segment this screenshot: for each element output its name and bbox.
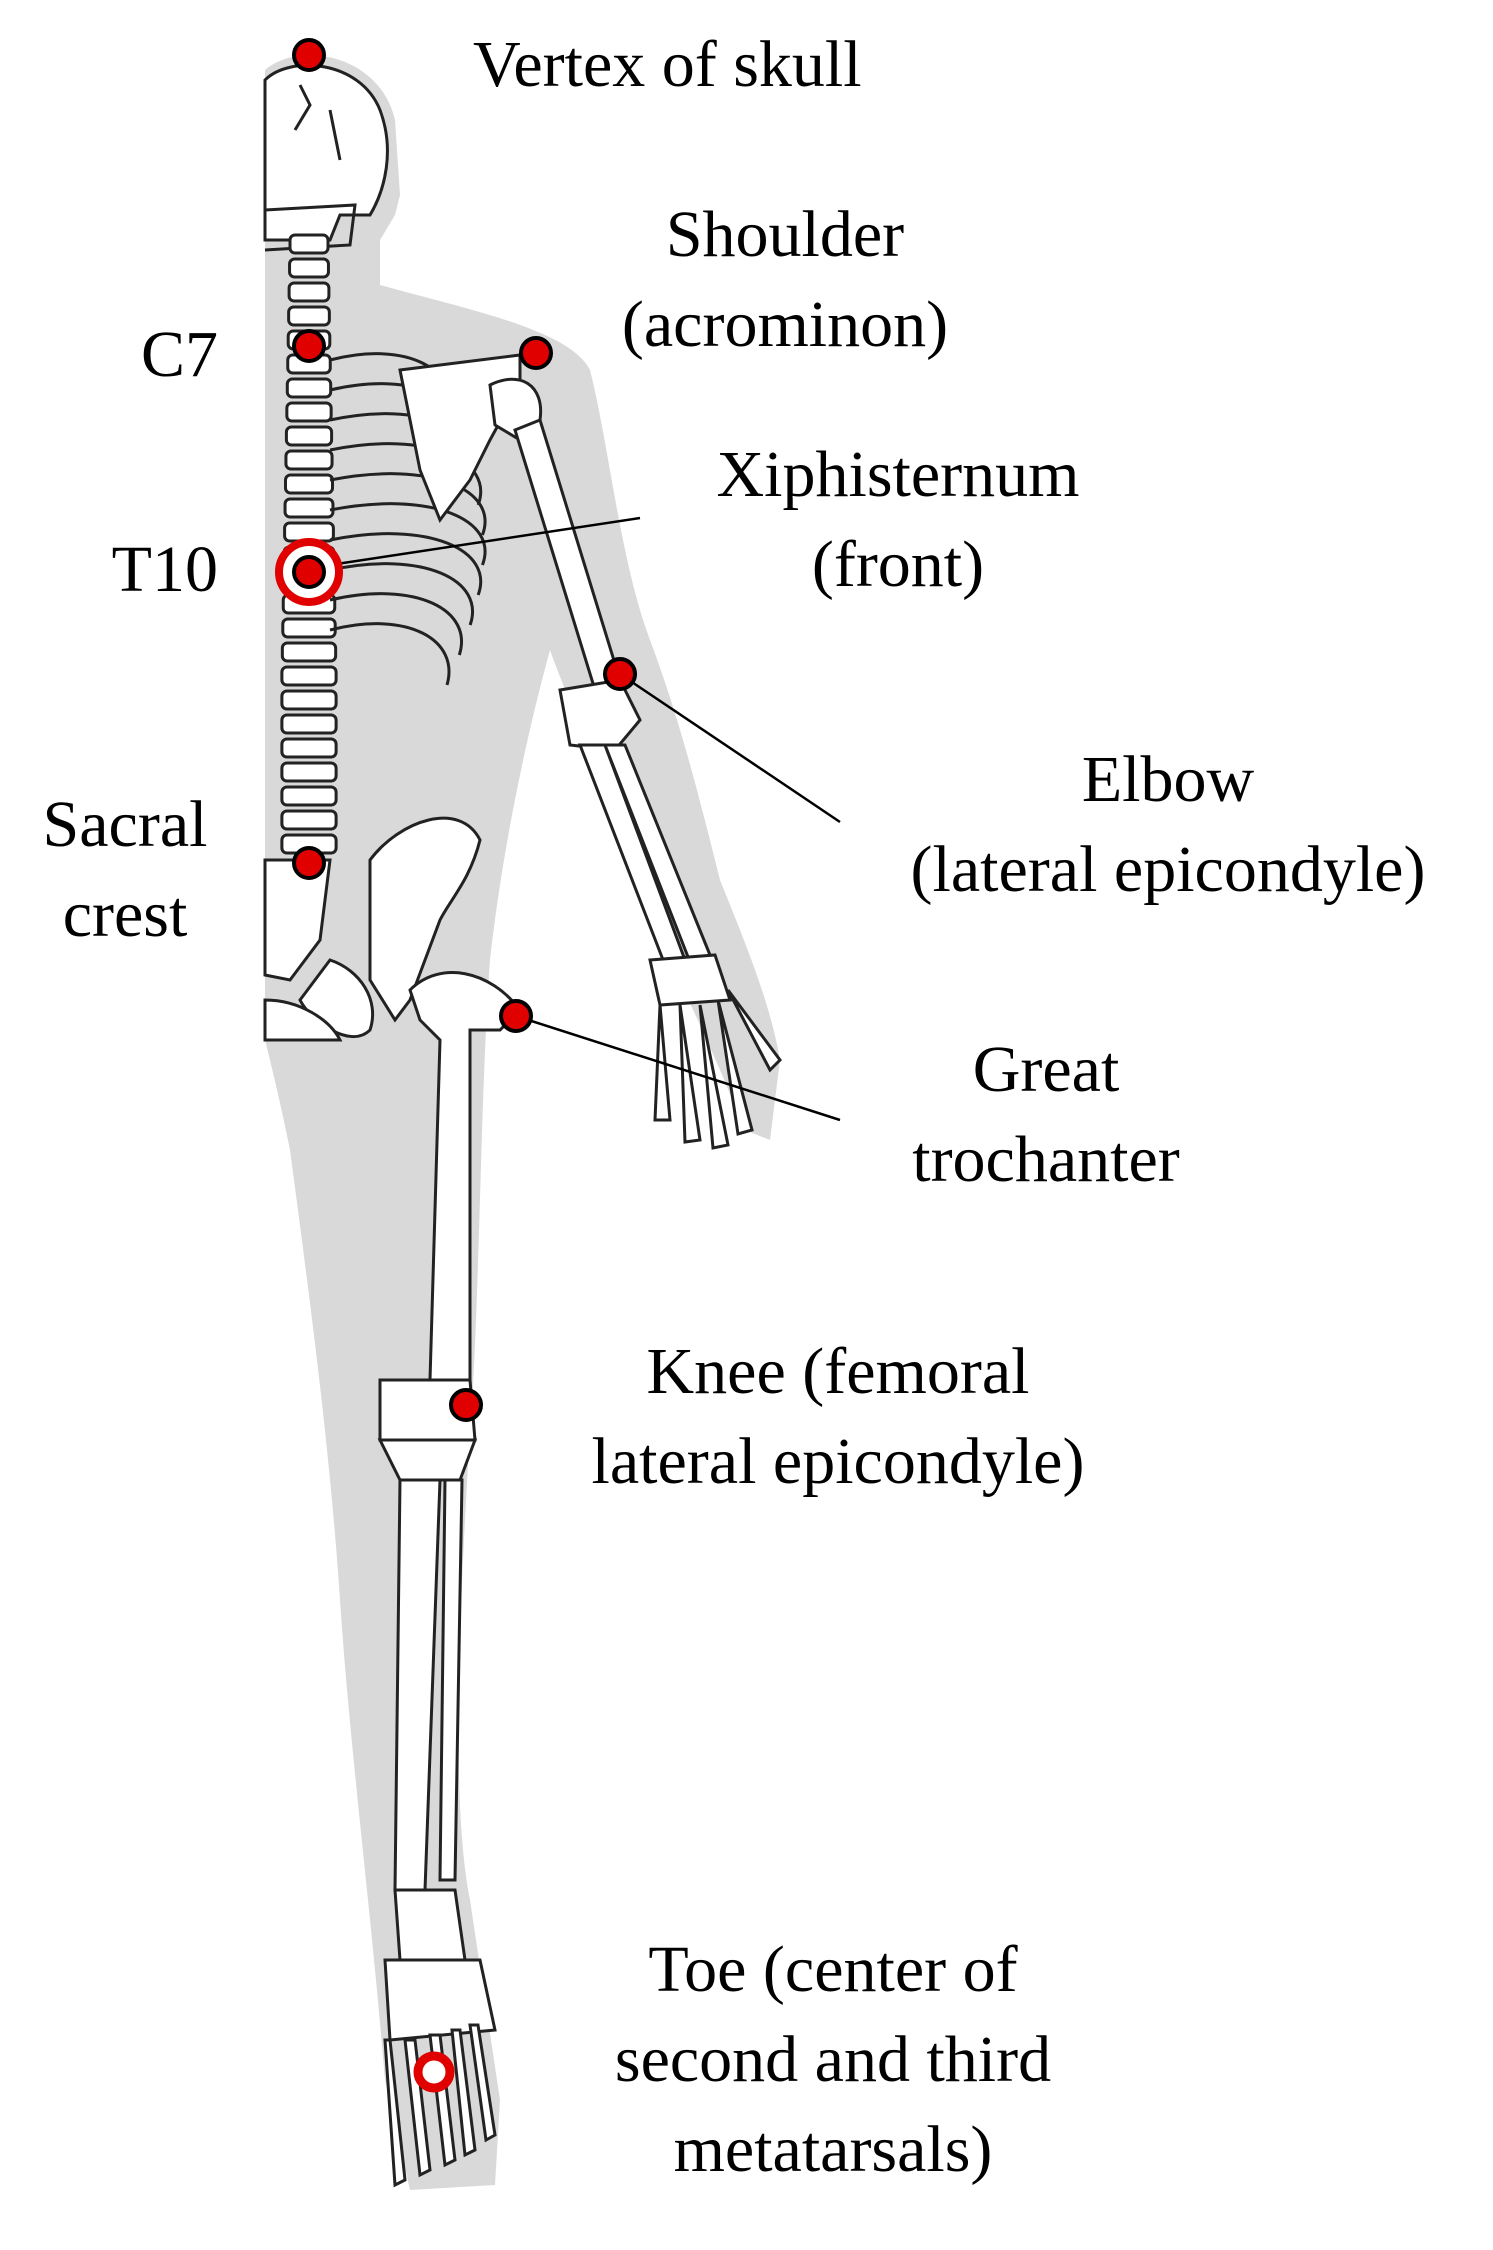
vertebra [288, 233, 330, 255]
leg-bones [377, 971, 522, 2188]
xiphisternum-leader [309, 516, 641, 570]
vertebra [284, 449, 334, 471]
shoulder-label-line: (acrominon) [621, 288, 949, 361]
trochanter-label-line: trochanter [912, 1123, 1180, 1196]
vertebra [280, 713, 338, 735]
leader-lines [309, 516, 841, 1122]
vertebra [284, 473, 334, 495]
pelvis [263, 816, 482, 1042]
shoulder-marker [519, 336, 553, 370]
sacral-marker [292, 846, 326, 880]
rib [329, 532, 482, 596]
knee-label: Knee (femoral lateral epicondyle) [592, 1327, 1085, 1507]
t10-marker [292, 555, 326, 589]
trochanter-label-line: Great [972, 1033, 1120, 1106]
vertex-label-line: Vertex of skull [473, 28, 862, 101]
landmark-markers [275, 38, 637, 2093]
vertebra [280, 641, 338, 663]
vertebra [280, 761, 338, 783]
toe-label-line: Toe (center of [648, 1933, 1018, 2006]
vertebra [280, 785, 338, 807]
vertebra [280, 737, 338, 759]
vertebra [280, 665, 338, 687]
vertebra [280, 809, 338, 831]
trochanter-label: Great trochanter [912, 1025, 1180, 1205]
vertex-marker [292, 38, 326, 72]
rib [329, 622, 451, 686]
elbow-leader [619, 672, 841, 824]
vertebra [283, 497, 335, 519]
rib [329, 592, 463, 656]
vertebra [281, 617, 337, 639]
c7-label: C7 [141, 310, 218, 400]
t10-label: T10 [112, 525, 218, 615]
sacral-label-line: crest [62, 878, 188, 951]
arm-bones [398, 353, 782, 1150]
knee-label-line: Knee (femoral [646, 1335, 1030, 1408]
toe-label: Toe (center of second and third metatars… [615, 1925, 1051, 2195]
shoulder-label: Shoulder (acrominon) [622, 190, 948, 370]
knee-marker [449, 1388, 483, 1422]
elbow-label-line: (lateral epicondyle) [910, 833, 1426, 906]
vertebra [287, 281, 331, 303]
body-silhouette [265, 55, 780, 2191]
toe-marker [413, 2051, 455, 2093]
t10-label-line: T10 [111, 533, 218, 606]
elbow-label: Elbow (lateral epicondyle) [911, 735, 1426, 915]
vertebra [288, 257, 330, 279]
trochanter-leader [515, 1014, 841, 1122]
sacral-label-line: Sacral [42, 788, 208, 861]
sacral-label: Sacral crest [43, 780, 208, 960]
vertebra [285, 377, 333, 399]
c7-label-line: C7 [140, 318, 218, 391]
trochanter-marker [499, 999, 533, 1033]
elbow-label-line: Elbow [1081, 743, 1255, 816]
vertebra [285, 401, 333, 423]
toe-label-line: metatarsals) [673, 2113, 993, 2186]
vertex-label: Vertex of skull [473, 20, 862, 110]
toe-label-line: second and third [614, 2023, 1052, 2096]
knee-label-line: lateral epicondyle) [591, 1425, 1085, 1498]
xiphisternum-label-line: (front) [811, 528, 985, 601]
rib [329, 562, 474, 626]
vertebra [287, 305, 331, 327]
rib [329, 502, 487, 566]
vertebra [280, 689, 338, 711]
elbow-marker [603, 657, 637, 691]
c7-marker [292, 329, 326, 363]
xiphisternum-label-line: Xiphisternum [716, 438, 1080, 511]
shoulder-label-line: Shoulder [665, 198, 905, 271]
vertebra [284, 425, 334, 447]
xiphisternum-label: Xiphisternum (front) [717, 430, 1080, 610]
